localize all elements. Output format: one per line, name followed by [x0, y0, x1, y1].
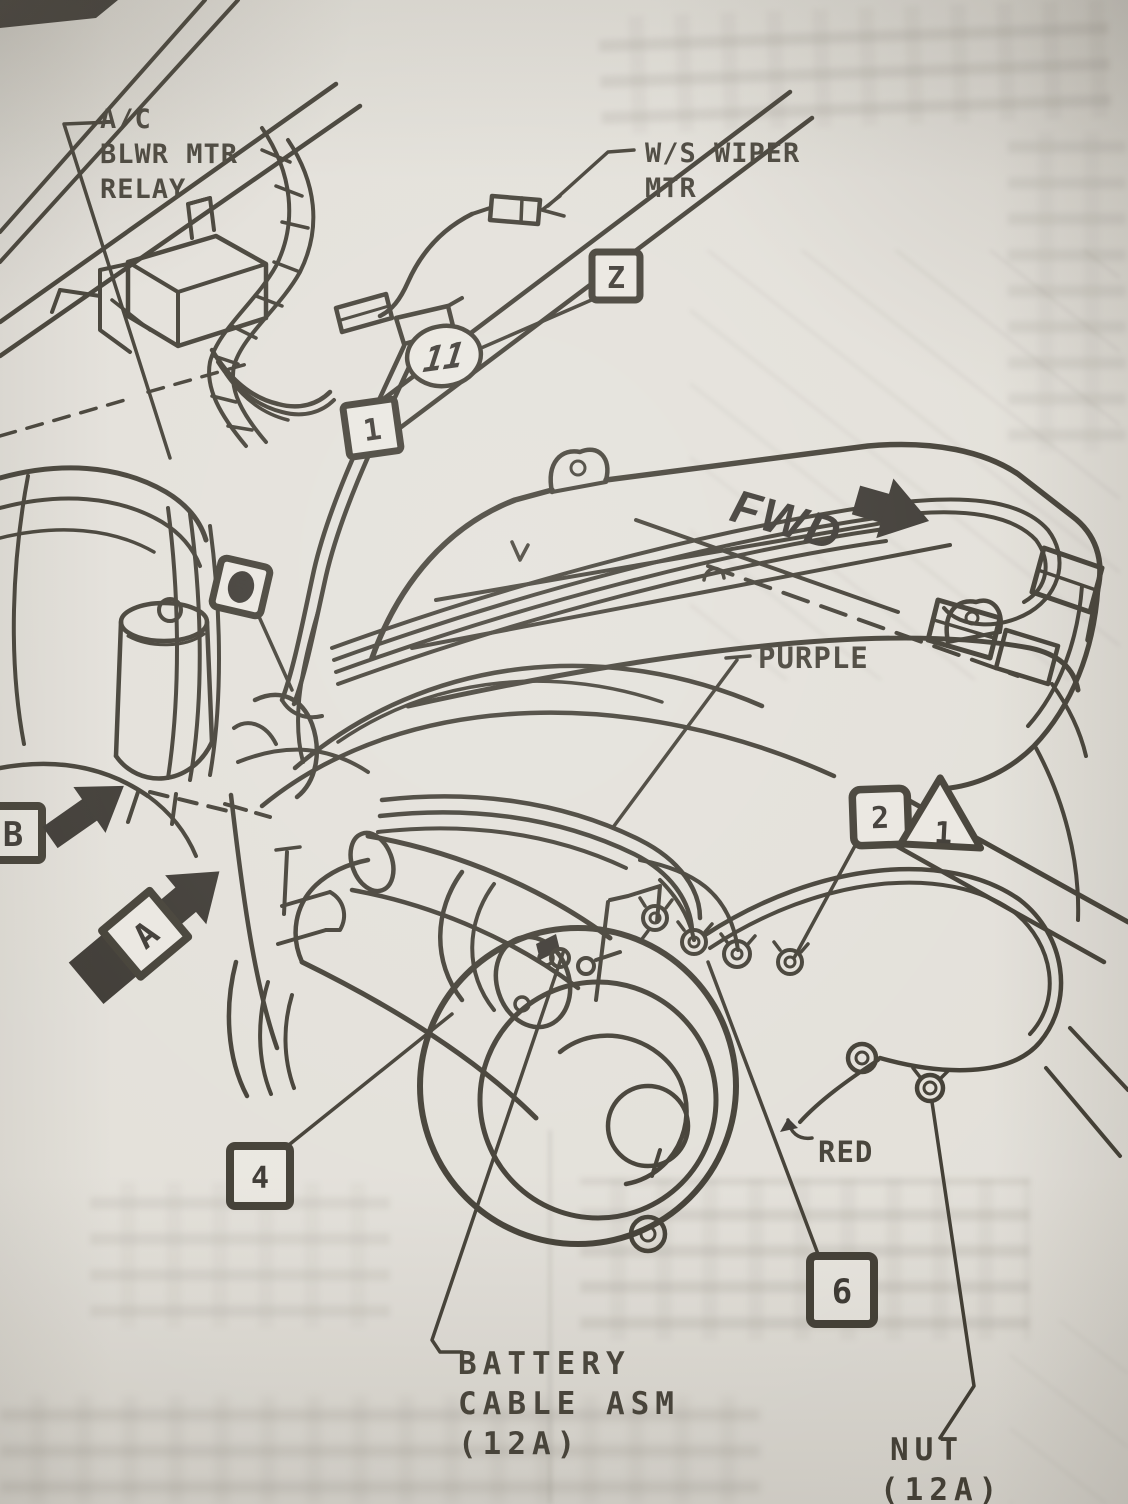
svg-text:11: 11	[421, 335, 467, 381]
engine-arcs	[226, 610, 837, 1099]
leader-ws-arrowhead	[540, 194, 566, 218]
svg-text:6: 6	[832, 1272, 852, 1312]
svg-text:4: 4	[251, 1161, 269, 1196]
svg-text:1: 1	[933, 816, 953, 852]
label-ac-relay-line1: A/C	[100, 104, 152, 135]
leader-battery-cable	[430, 948, 566, 1354]
braided-loom	[207, 126, 316, 448]
callout-circle-11: 11	[404, 323, 484, 389]
label-ac-relay-line3: RELAY	[100, 174, 186, 205]
callout-arrow-a: A	[68, 871, 220, 1004]
callout-box-z: Z	[588, 248, 644, 304]
callout-arrow-b: B	[0, 785, 124, 864]
svg-text:2: 2	[870, 801, 889, 837]
label-nut-line2: (12A)	[880, 1472, 1003, 1504]
leader-red-arrowhead	[780, 1118, 798, 1132]
label-battery-cable-line2: CABLE ASM	[458, 1386, 680, 1422]
callout-box-6: 6	[806, 1252, 878, 1328]
leader-4	[288, 1012, 454, 1146]
leader-lines	[62, 120, 976, 1440]
callout-box-5: 5	[208, 554, 274, 620]
label-ws-wiper-line1: W/S WIPER	[645, 138, 800, 169]
leader-6	[706, 960, 820, 1256]
label-battery-cable-line1: BATTERY	[458, 1346, 631, 1382]
callout-box-4: 4	[226, 1142, 294, 1210]
label-purple: PURPLE	[758, 641, 869, 675]
label-ws-wiper-line2: MTR	[645, 173, 697, 204]
label-battery-cable-line3: (12A)	[458, 1426, 581, 1462]
leader-ws-wiper	[546, 148, 636, 208]
text-labels: A/C BLWR MTR RELAY W/S WIPER MTR PURPLE …	[100, 104, 1003, 1504]
arrow-b-icon	[42, 785, 124, 849]
callout-box-1: 1	[339, 395, 405, 461]
starter-harness	[376, 794, 1064, 1124]
callout-box-2: 2	[848, 784, 913, 850]
fwd-arrow-icon	[851, 478, 930, 539]
leader-purple	[612, 654, 752, 828]
fender-and-canister	[0, 465, 272, 858]
svg-text:Z: Z	[607, 261, 625, 296]
valve-cover	[369, 441, 1128, 1158]
label-ac-relay-line2: BLWR MTR	[100, 139, 238, 170]
cowl-structure	[0, 0, 815, 455]
ac-blower-relay	[50, 196, 269, 354]
callout-markers: 11 Z 1 5 2 1	[0, 248, 985, 1328]
svg-text:B: B	[3, 815, 23, 855]
fwd-marker: FWD	[725, 478, 930, 561]
svg-text:1: 1	[361, 412, 384, 449]
leader-nut	[930, 1100, 976, 1440]
leader-2	[792, 842, 858, 960]
leader-ac-relay	[62, 120, 172, 460]
label-red: RED	[818, 1135, 873, 1169]
callout-triangle-1: 1	[897, 774, 985, 852]
corner-wedge	[0, 0, 118, 28]
leader-5	[254, 608, 294, 692]
leader-z	[470, 296, 598, 354]
label-nut-line1: NUT	[890, 1432, 964, 1468]
